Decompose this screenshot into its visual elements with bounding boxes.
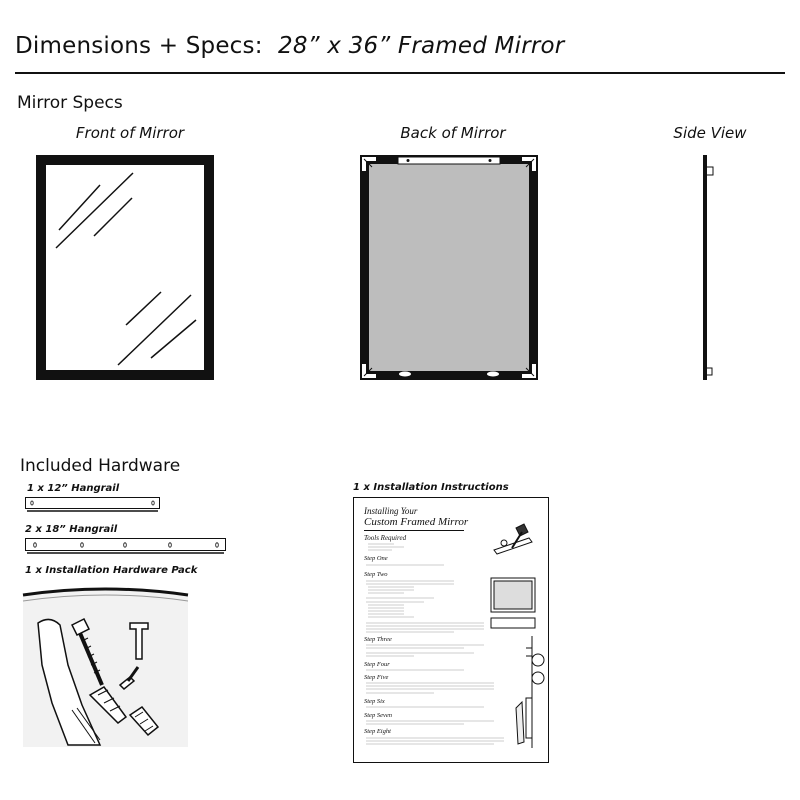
- doc-title-rule: [364, 530, 464, 531]
- hardware-pack-label: 1 x Installation Hardware Pack: [25, 565, 198, 576]
- instructions-label: 1 x Installation Instructions: [353, 482, 509, 493]
- doc-tools-heading: Tools Required: [364, 534, 407, 542]
- side-view-label: Side View: [673, 124, 747, 142]
- hangrail-18-label: 2 x 18” Hangrail: [25, 524, 118, 535]
- doc-title-line2: Custom Framed Mirror: [364, 516, 469, 528]
- doc-step: Step Eight: [364, 728, 391, 735]
- mirror-front-icon: [36, 155, 214, 380]
- hangrail-18-icon: [25, 538, 226, 554]
- doc-step: Step Two: [364, 571, 388, 578]
- page-title: Dimensions + Specs:: [15, 33, 263, 59]
- doc-step: Step Six: [364, 698, 385, 705]
- doc-step: Step Four: [364, 661, 390, 668]
- included-hardware-heading: Included Hardware: [20, 456, 181, 476]
- doc-step: Step Five: [364, 674, 389, 681]
- instructions-document: Installing Your Custom Framed Mirror Too…: [353, 497, 549, 763]
- doc-title-line1: Installing Your: [364, 506, 418, 516]
- back-view-label: Back of Mirror: [400, 124, 506, 142]
- doc-step: Step Three: [364, 636, 392, 643]
- hardware-pack-icon: [22, 587, 189, 747]
- doc-step: Step Seven: [364, 712, 392, 719]
- page-subtitle: 28” x 36” Framed Mirror: [278, 33, 565, 59]
- mirror-specs-heading: Mirror Specs: [17, 93, 123, 113]
- header-divider: [15, 72, 785, 74]
- hangrail-12-label: 1 x 12” Hangrail: [27, 483, 120, 494]
- mirror-side-icon: [703, 155, 714, 380]
- doc-step: Step One: [364, 555, 388, 562]
- mirror-back-icon: [360, 155, 538, 380]
- front-view-label: Front of Mirror: [75, 124, 185, 142]
- hangrail-12-icon: [25, 497, 160, 512]
- doc-body-lines: [366, 523, 545, 748]
